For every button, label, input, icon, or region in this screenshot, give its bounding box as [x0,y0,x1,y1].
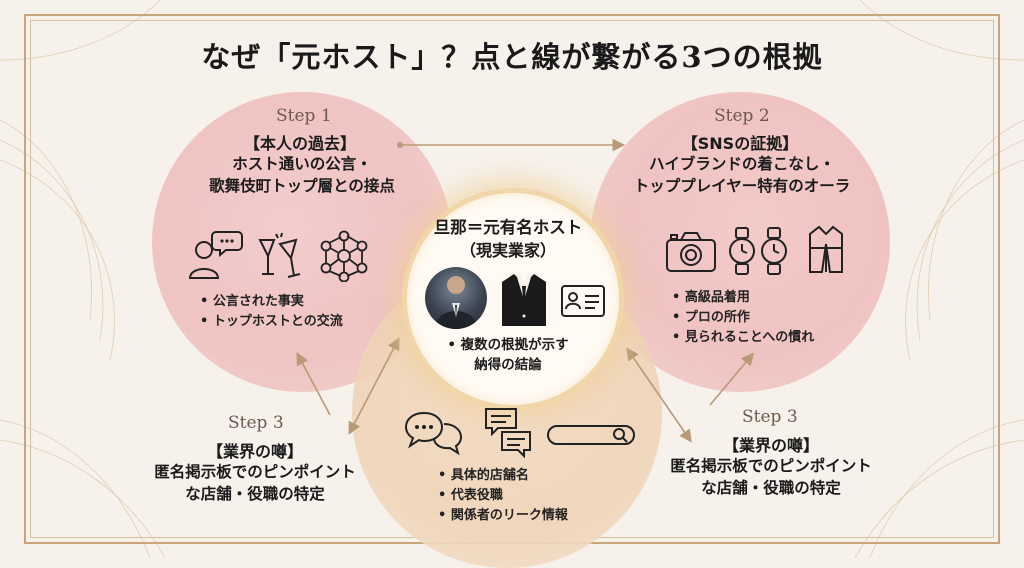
id-card-icon [561,285,605,317]
search-bar-icon [547,425,635,445]
step3-left-sub-line2: な店舗・役職の特定 [185,485,325,503]
list-item: プロの所作 [672,308,814,328]
chat-bubbles-icon [404,411,463,456]
list-item: 公言された事実 [200,292,343,312]
center-heading-line1: 旦那＝元有名ホスト [433,218,583,237]
list-item: 見られることへの慣れ [672,328,814,348]
step2-heading: 【SNSの証拠】 [681,134,799,153]
center-bullet-line2: 納得の結論 [474,357,542,373]
step2-sub-line1: ハイブランドの着こなし・ [649,155,835,173]
list-item: 具体的店舗名 [438,466,568,486]
step2-bullet-list: 高級品着用 プロの所作 見られることへの慣れ [672,288,814,348]
coat-icon [809,225,843,273]
step1-heading: 【本人の過去】 [243,134,356,153]
man-in-suit-photo [425,267,487,329]
step3-right-sub-line2: な店舗・役職の特定 [701,479,841,497]
step2-label: Step 2 [714,106,770,126]
step1-bullet-list: 公言された事実 トップホストとの交流 [200,292,343,332]
suit-jacket-icon [502,274,546,326]
person-speech-icon [188,231,243,279]
page-title: なぜ「元ホスト」？点と線が繋がる3つの根拠 [201,40,823,74]
list-item: 高級品着用 [672,288,814,308]
step3-left-heading: 【業界の噂】 [206,442,303,461]
list-item: 関係者のリーク情報 [438,506,568,526]
champagne-glasses-icon [258,232,301,278]
step3-right-label: Step 3 [742,407,798,427]
message-board-icon [485,408,531,458]
wristwatch-icon [729,227,787,275]
step3-bullet-list: 具体的店舗名 代表役職 関係者のリーク情報 [438,466,568,526]
step3-right-heading: 【業界の噂】 [722,436,819,455]
list-item: 代表役職 [438,486,568,506]
step3-right-sub-line1: 匿名掲示板でのピンポイント [670,457,872,475]
list-item: トップホストとの交流 [200,312,343,332]
center-heading-line2: （現実業家） [459,241,556,260]
network-people-icon [320,230,368,282]
step3-left-sub-line1: 匿名掲示板でのピンポイント [154,463,356,481]
center-bullet-line1: • 複数の根拠が示す [447,337,569,353]
step3-left-label: Step 3 [228,413,284,433]
step1-sub-line2: 歌舞伎町トップ層との接点 [209,177,395,195]
step2-sub-line2: トッププレイヤー特有のオーラ [633,177,851,195]
step1-label: Step 1 [276,106,332,126]
camera-icon [666,232,716,272]
step1-sub-line1: ホスト通いの公言・ [232,155,372,173]
